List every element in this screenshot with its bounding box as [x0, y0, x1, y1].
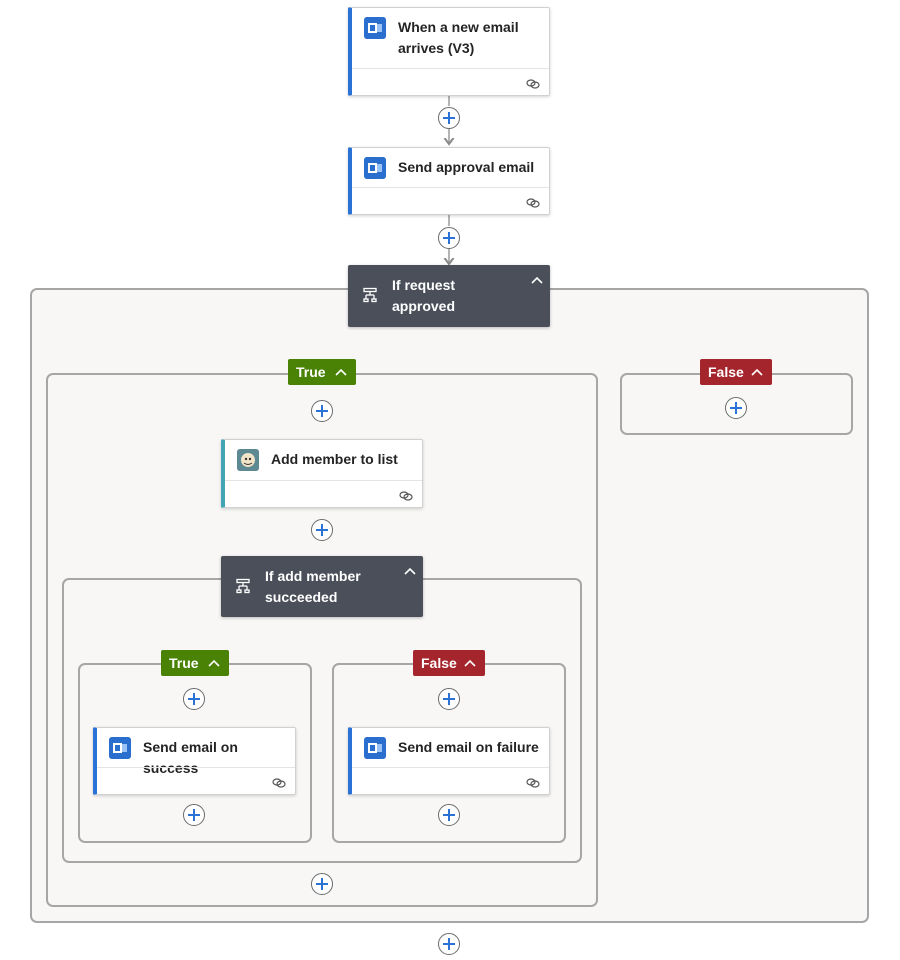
outlook-icon — [109, 737, 131, 759]
add-step-button[interactable] — [438, 107, 460, 129]
send-email-failure-card[interactable]: Send email on failure — [348, 727, 550, 795]
inner-true-branch-label[interactable]: True — [161, 650, 229, 676]
condition-icon — [363, 287, 377, 303]
condition-title: If add member succeeded — [265, 568, 361, 605]
chevron-up-icon[interactable] — [530, 275, 544, 285]
connection-link-icon — [526, 778, 540, 788]
add-step-button[interactable] — [311, 873, 333, 895]
send-email-success-card[interactable]: Send email on success — [93, 727, 296, 795]
connection-link-icon — [399, 491, 413, 501]
add-step-button[interactable] — [311, 519, 333, 541]
chevron-up-icon[interactable] — [403, 566, 417, 576]
outlook-icon — [364, 737, 386, 759]
approval-email-card[interactable]: Send approval email — [348, 147, 550, 215]
add-step-button[interactable] — [438, 804, 460, 826]
add-step-button[interactable] — [725, 397, 747, 419]
add-member-card[interactable]: Add member to list — [221, 439, 423, 508]
outlook-icon — [364, 17, 386, 39]
add-member-title: Add member to list — [271, 451, 398, 467]
mailchimp-icon — [237, 449, 259, 471]
trigger-card[interactable]: When a new email arrives (V3) — [348, 7, 550, 96]
connection-link-icon — [526, 198, 540, 208]
inner-false-branch-label[interactable]: False — [413, 650, 485, 676]
send-email-success-title: Send email on success — [143, 739, 238, 776]
inner-true-branch-text: True — [169, 655, 199, 671]
add-step-button[interactable] — [183, 804, 205, 826]
condition-add-member-succeeded[interactable]: If add member succeeded — [221, 556, 423, 617]
add-step-button[interactable] — [183, 688, 205, 710]
send-email-failure-title: Send email on failure — [398, 739, 539, 755]
chevron-up-icon — [208, 659, 220, 667]
condition-icon — [236, 578, 250, 594]
add-step-button[interactable] — [438, 688, 460, 710]
inner-false-branch-text: False — [421, 655, 457, 671]
chevron-up-icon — [464, 659, 476, 667]
add-step-button[interactable] — [438, 933, 460, 955]
trigger-title: When a new email arrives (V3) — [398, 19, 519, 56]
outlook-icon — [364, 157, 386, 179]
condition-request-approved[interactable]: If request approved — [348, 265, 550, 327]
false-branch-label[interactable]: False — [700, 359, 772, 385]
true-branch-label[interactable]: True — [288, 359, 356, 385]
condition-title: If request approved — [392, 277, 456, 314]
chevron-up-icon — [335, 368, 347, 376]
true-branch-text: True — [296, 364, 326, 380]
add-step-button[interactable] — [311, 400, 333, 422]
connection-link-icon — [272, 778, 286, 788]
approval-email-title: Send approval email — [398, 159, 535, 175]
connection-link-icon — [526, 79, 540, 89]
chevron-up-icon — [751, 368, 763, 376]
false-branch-text: False — [708, 364, 744, 380]
add-step-button[interactable] — [438, 227, 460, 249]
